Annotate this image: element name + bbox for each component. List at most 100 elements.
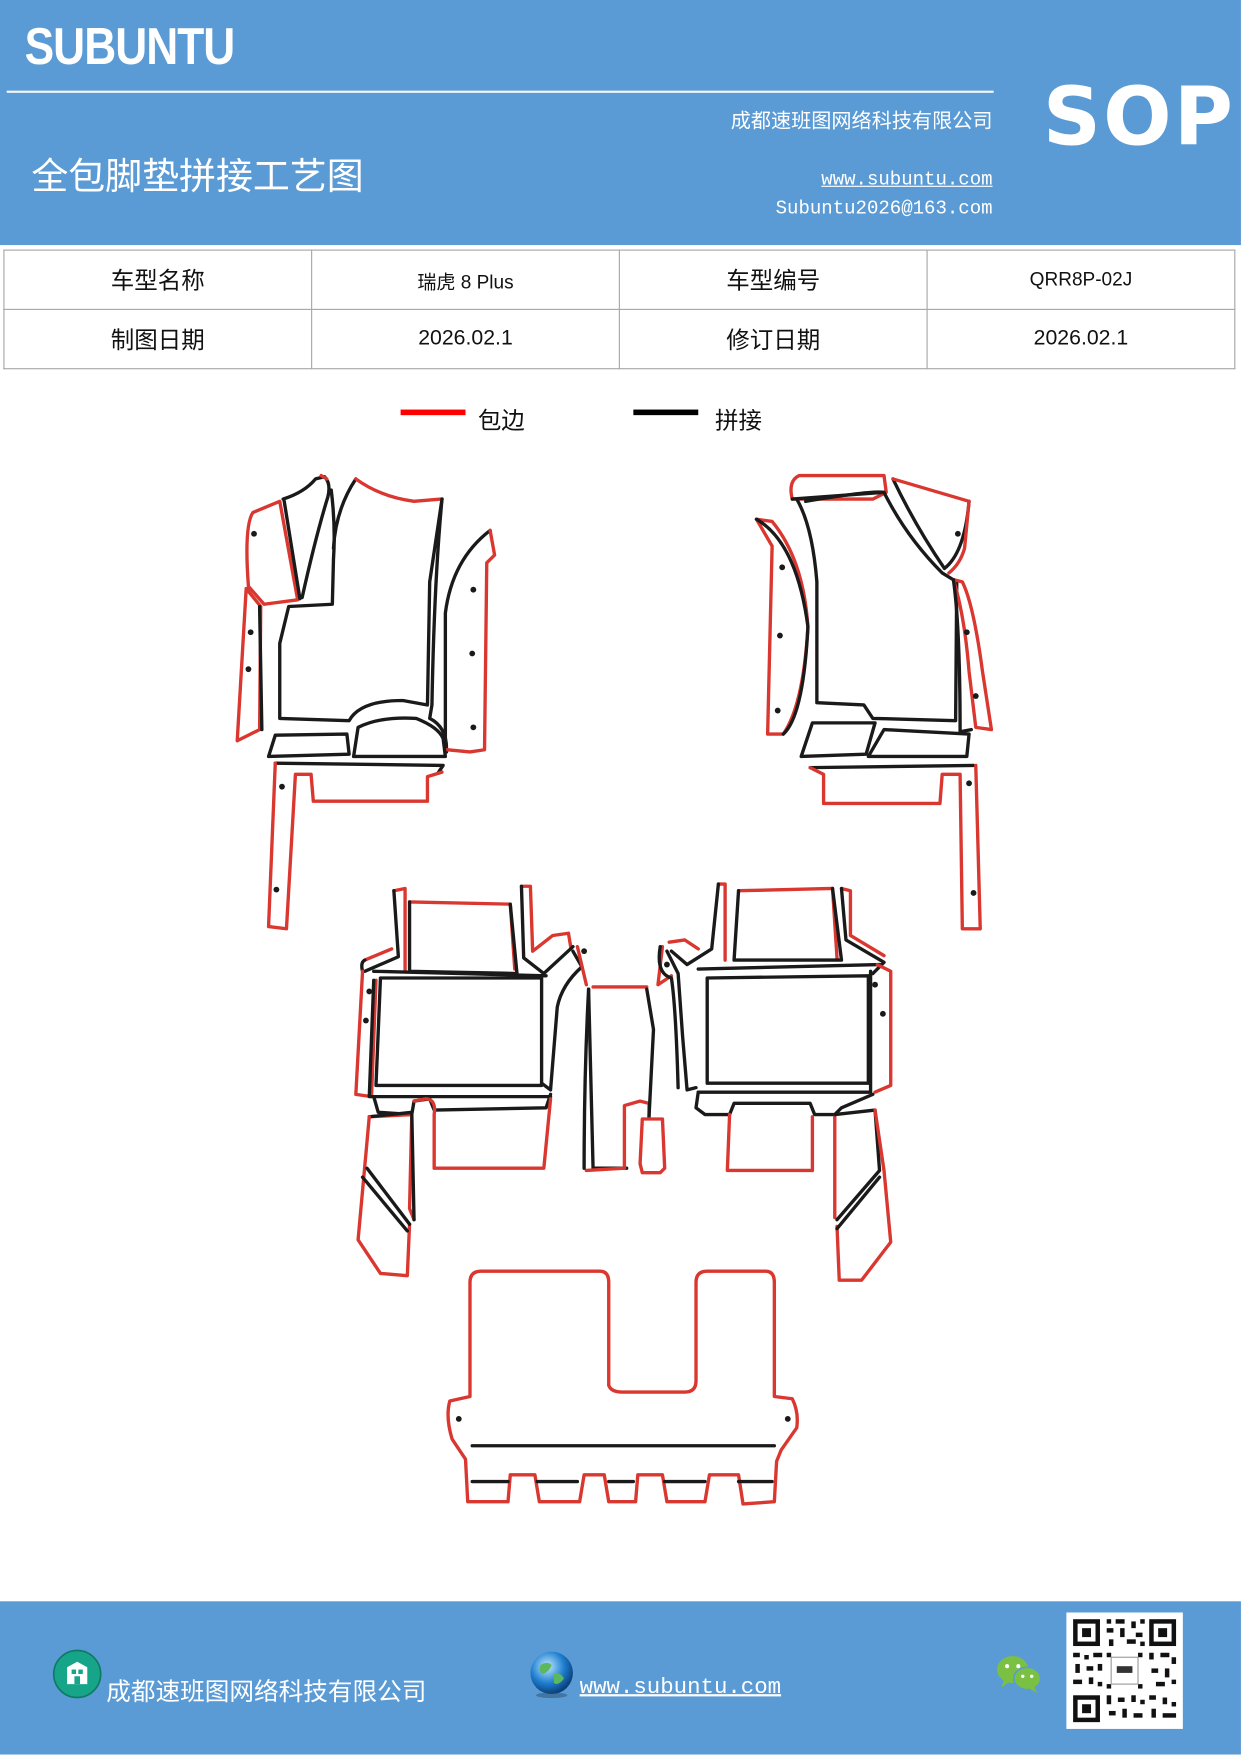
front-right-mat [754, 473, 994, 931]
seam-line [582, 987, 591, 1170]
seam-line [443, 528, 492, 752]
seam-line [951, 577, 973, 734]
seam-line [363, 889, 401, 973]
rivet [963, 629, 970, 636]
rivet [872, 981, 878, 988]
legend-edge-swatch [400, 409, 466, 416]
edge-line [873, 962, 893, 1094]
footer-website-link[interactable]: www.subuntu.com [579, 1675, 782, 1701]
seam-line [428, 497, 449, 754]
rivet [879, 1010, 886, 1017]
edge-line [354, 477, 443, 503]
seam-line [645, 987, 656, 1119]
rivet [273, 886, 280, 893]
third-row-mat [446, 1269, 799, 1506]
rivet [455, 1415, 462, 1422]
website-link[interactable]: www.subuntu.com [821, 170, 993, 192]
edge-piece [245, 499, 300, 606]
seam-line [365, 1166, 412, 1226]
seam-line [519, 884, 575, 976]
seam-line [754, 517, 810, 736]
seam-line [372, 969, 548, 978]
edge-line [367, 1112, 416, 1222]
seam-line [669, 882, 721, 967]
edge-line [266, 761, 444, 931]
seam-piece [866, 727, 971, 759]
center-tunnel-mat [582, 985, 667, 1175]
rivet [954, 530, 961, 537]
rear-left-mat [354, 884, 589, 1278]
edge-piece [951, 577, 994, 732]
seam-piece [351, 716, 448, 759]
seam-line [367, 1110, 416, 1222]
seam-line [833, 1108, 882, 1222]
revise-date-value: 2026.02.1 [926, 308, 1236, 370]
rivet [664, 961, 670, 968]
seam-line [839, 886, 886, 976]
edge-line [363, 947, 394, 962]
rivet [470, 586, 477, 593]
rear-right-mat [656, 882, 893, 1282]
draw-date-label: 制图日期 [3, 308, 313, 370]
seam-line [331, 477, 358, 550]
edge-line [354, 969, 378, 1099]
model-code-value: QRR8P-02J [926, 249, 1236, 310]
seam-line [278, 488, 444, 723]
rivet [245, 666, 252, 673]
wechat-icon [997, 1656, 1042, 1694]
rivet [972, 693, 979, 699]
qr-code-image [1066, 1612, 1183, 1729]
edge-line [835, 1108, 893, 1282]
legend-seam-label: 拼接 [715, 407, 763, 435]
email-address: Subuntu2026@163.com [775, 199, 993, 221]
edge-piece [235, 586, 263, 743]
globe-icon [530, 1651, 573, 1699]
edge-line [725, 1112, 815, 1173]
seam-line [367, 978, 553, 1099]
rivet [469, 650, 476, 657]
edge-piece [789, 473, 888, 501]
seam-line [257, 604, 264, 732]
rivet [779, 564, 786, 571]
seam-piece [266, 732, 351, 759]
edge-line [575, 944, 589, 987]
seam-piece [374, 976, 544, 1088]
rivet [970, 890, 977, 896]
rivet [774, 707, 781, 714]
seam-line [281, 475, 331, 600]
sop-badge: SOP [1042, 69, 1236, 164]
edge-line [319, 473, 329, 481]
legend-edge-label: 包边 [477, 407, 525, 435]
rivet [777, 632, 783, 639]
qr-code [1066, 1612, 1183, 1729]
rivet [363, 1017, 369, 1024]
seam-piece [407, 900, 519, 976]
edge-line [444, 528, 497, 754]
edge-line [667, 938, 700, 951]
seam-piece [799, 721, 877, 759]
seam-line [696, 962, 882, 971]
footer-company: 成都速班图网络科技有限公司 [106, 1678, 427, 1707]
rivet [966, 780, 972, 787]
seam-line [795, 490, 959, 723]
info-table: 车型名称 瑞虎 8 Plus 车型编号 QRR8P-02J 制图日期 2026.… [3, 249, 1236, 370]
table-row: 制图日期 2026.02.1 修订日期 2026.02.1 [3, 308, 1236, 370]
seam-line [808, 763, 976, 770]
seam-line [665, 949, 698, 1092]
seam-line [891, 477, 971, 571]
rivet [366, 988, 373, 995]
company-name: 成都速班图网络科技有限公司 [730, 109, 993, 134]
revise-date-label: 修订日期 [618, 308, 928, 370]
edge-piece [446, 1269, 799, 1506]
rivet [784, 1415, 791, 1422]
seam-line [696, 969, 873, 1094]
seam-piece [705, 974, 871, 1085]
brand-logo: SUBUNTU [24, 16, 236, 75]
rivet [279, 783, 285, 790]
edge-line [891, 477, 971, 575]
mat-splicing-diagram [235, 473, 994, 1506]
model-name-label: 车型名称 [3, 249, 313, 310]
seam-line [360, 1175, 409, 1233]
draw-date-value: 2026.02.1 [311, 308, 620, 370]
